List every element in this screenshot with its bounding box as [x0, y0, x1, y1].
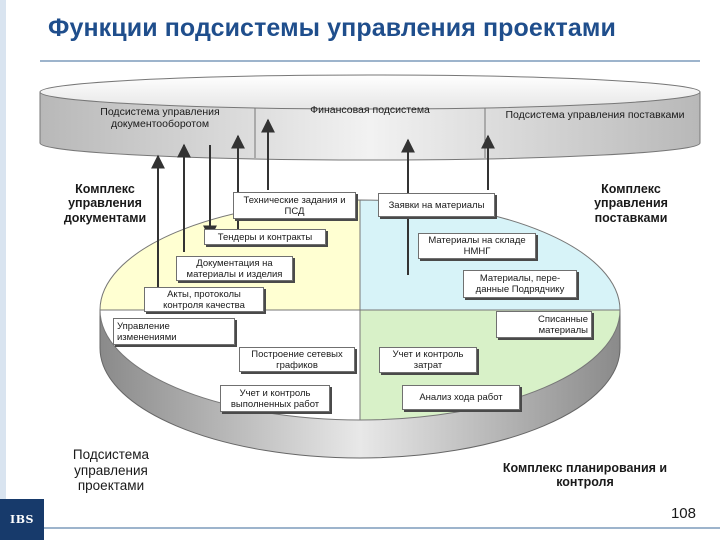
finance-subsystem-label: Финансовая подсистема	[310, 104, 430, 116]
bottom-divider	[44, 527, 720, 529]
box-materials-docs: Документация на материалы и изделия	[176, 256, 293, 281]
box-network: Построение сетевых графиков	[239, 347, 355, 372]
box-tenders: Тендеры и контракты	[204, 229, 326, 245]
box-changes: Управление изменениями	[113, 318, 235, 345]
box-acts: Акты, протоколы контроля качества	[144, 287, 264, 312]
planning-complex-label: Комплекс планирования и контроля	[502, 461, 668, 490]
supply-subsystem-label: Подсистема управления поставками	[505, 109, 685, 121]
supply-complex-label: Комплекс управления поставками	[594, 182, 668, 225]
box-tech-tasks: Технические задания и ПСД	[233, 192, 356, 219]
left-accent-bar	[0, 0, 6, 540]
box-warehouse: Материалы на складе НМНГ	[418, 233, 536, 259]
box-requests: Заявки на материалы	[378, 193, 495, 217]
title-divider	[40, 60, 700, 62]
page-title: Функции подсистемы управления проектами	[48, 14, 616, 42]
box-written-off: Списанные материалы	[496, 311, 592, 338]
docs-complex-label: Комплекс управления документами	[63, 182, 147, 225]
doc-subsystem-label: Подсистема управления документооборотом	[100, 106, 220, 131]
ibs-logo: IBS	[0, 499, 44, 540]
box-transferred: Материалы, пере- данные Подрядчику	[463, 270, 577, 298]
box-progress: Анализ хода работ	[402, 385, 520, 410]
subsystems-cylinder	[39, 74, 701, 161]
box-performed: Учет и контроль выполненных работ	[220, 385, 330, 412]
page-number: 108	[670, 505, 696, 522]
box-costs: Учет и контроль затрат	[379, 347, 477, 373]
projects-subsystem-label: Подсистема управления проектами	[72, 447, 150, 494]
